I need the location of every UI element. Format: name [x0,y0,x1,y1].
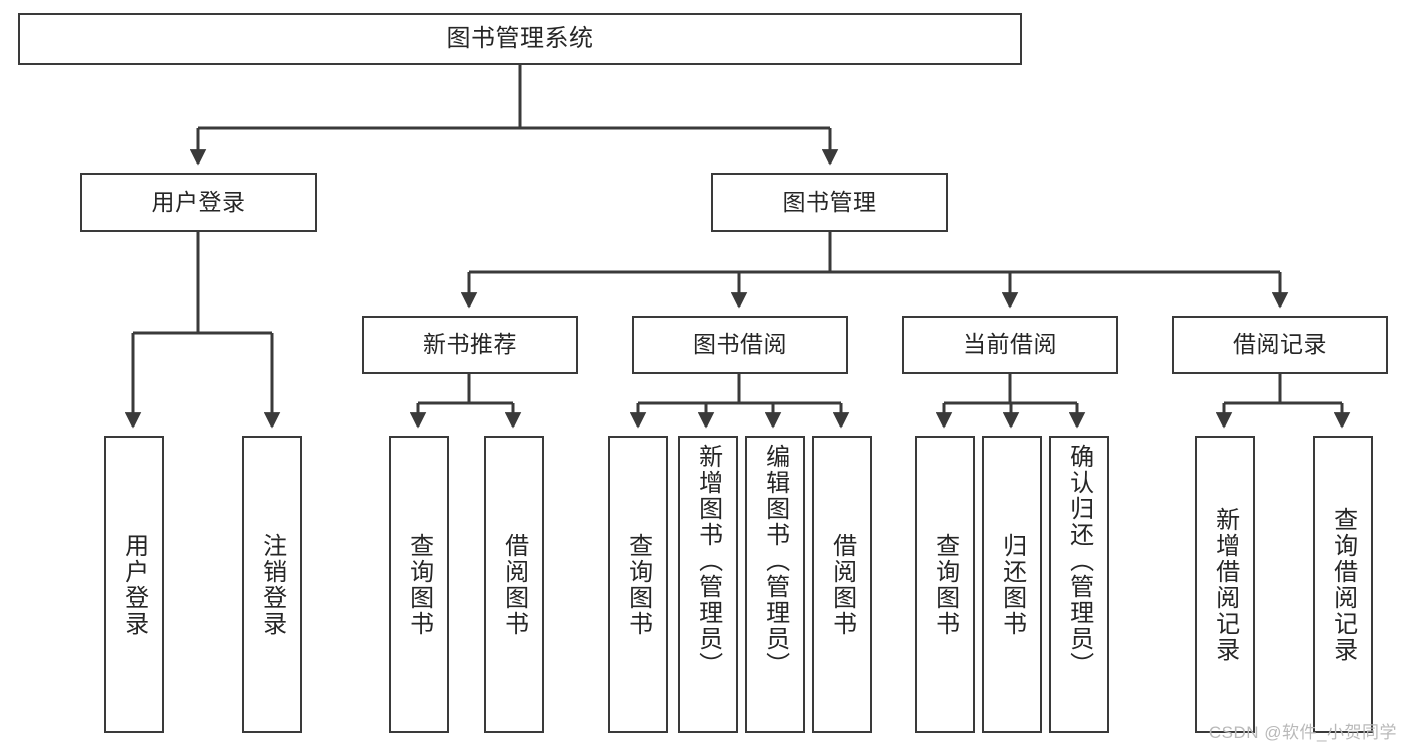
node-label: 注销登录 [258,532,286,637]
node-label: 新书推荐 [423,331,517,358]
node-label: 查询图书 [931,532,959,637]
node-label: 当前借阅 [963,331,1057,358]
node-label: 借阅图书 [500,532,528,637]
node-label: 查询借阅记录 [1329,506,1357,663]
leaf-query-book-current[interactable]: 查询图书 [915,436,975,733]
node-label: 归还图书 [998,532,1026,637]
leaf-add-borrow-record[interactable]: 新增借阅记录 [1195,436,1255,733]
node-label: 用户登录 [120,532,148,637]
node-label: 确认归还（管理员） [1065,444,1093,678]
leaf-borrow-book[interactable]: 借阅图书 [812,436,872,733]
leaf-query-borrow-record[interactable]: 查询借阅记录 [1313,436,1373,733]
csdn-watermark: CSDN @软件_小贺同学 [1208,723,1397,742]
node-label: 图书借阅 [693,331,787,358]
node-book-manage[interactable]: 图书管理 [711,173,948,232]
leaf-add-book-admin[interactable]: 新增图书（管理员） [678,436,738,733]
node-label: 图书管理 [782,188,877,215]
node-label: 新增图书（管理员） [694,444,722,678]
node-label: 借阅图书 [828,532,856,637]
node-label: 用户登录 [151,188,246,215]
leaf-user-logout[interactable]: 注销登录 [242,436,302,733]
node-new-book-recommend[interactable]: 新书推荐 [362,316,578,374]
leaf-query-book-recommend[interactable]: 查询图书 [389,436,449,733]
node-label: 图书管理系统 [446,24,594,52]
node-user-login[interactable]: 用户登录 [80,173,317,232]
leaf-borrow-book-recommend[interactable]: 借阅图书 [484,436,544,733]
node-label: 新增借阅记录 [1211,506,1239,663]
leaf-edit-book-admin[interactable]: 编辑图书（管理员） [745,436,805,733]
node-label: 查询图书 [405,532,433,637]
node-book-borrow[interactable]: 图书借阅 [632,316,848,374]
node-label: 查询图书 [624,532,652,637]
leaf-query-book-borrow[interactable]: 查询图书 [608,436,668,733]
leaf-confirm-return-admin[interactable]: 确认归还（管理员） [1049,436,1109,733]
node-root-system[interactable]: 图书管理系统 [18,13,1022,65]
node-label: 借阅记录 [1233,331,1327,358]
node-current-borrow[interactable]: 当前借阅 [902,316,1118,374]
leaf-user-login[interactable]: 用户登录 [104,436,164,733]
leaf-return-book[interactable]: 归还图书 [982,436,1042,733]
node-label: 编辑图书（管理员） [761,444,789,678]
node-borrow-record[interactable]: 借阅记录 [1172,316,1388,374]
